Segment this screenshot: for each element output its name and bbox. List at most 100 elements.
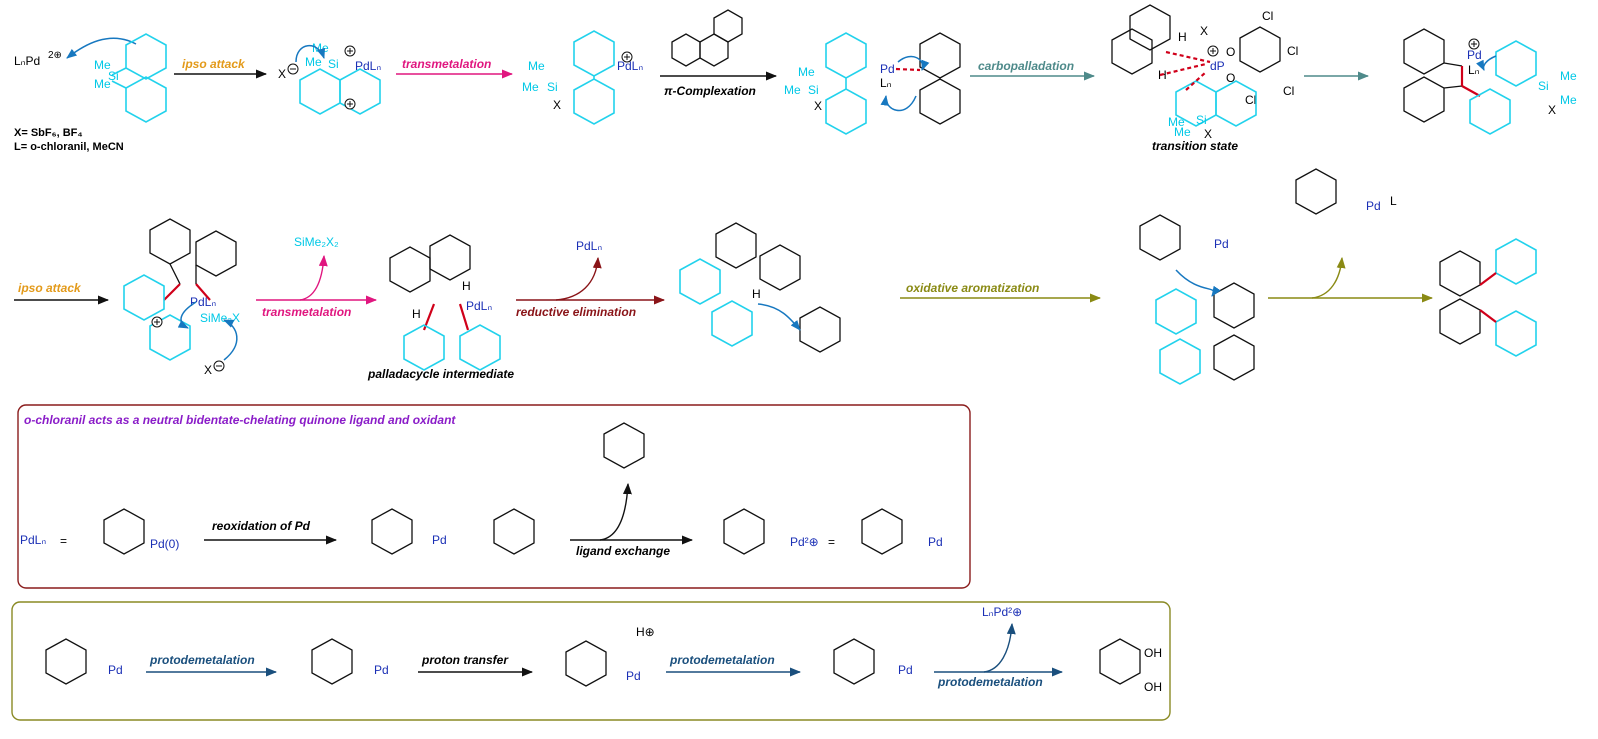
- palladacycle-label: palladacycle intermediate: [367, 367, 514, 381]
- box1-pdln-equation: PdLₙ = Pd(0): [20, 508, 179, 555]
- protodemetalation-label: protodemetalation: [937, 675, 1043, 689]
- pi-complex: Me Me Si X Pd Lₙ: [784, 32, 961, 135]
- ipso-attack-label: ipso attack: [18, 281, 82, 295]
- h-label: H: [462, 279, 471, 293]
- oh-label: OH: [1144, 680, 1162, 694]
- dibenzosilole-reactant: Me Me Si: [94, 33, 167, 123]
- chloranil-box-title: o-chloranil acts as a neutral bidentate-…: [24, 413, 456, 427]
- sime2x2-label: SiMe₂X₂: [294, 235, 339, 249]
- cl-label: Cl: [1262, 9, 1273, 23]
- chloranil-pd-oxidation: Pd: [1139, 214, 1255, 385]
- cl-label: Cl: [1287, 44, 1298, 58]
- box2-species-1: Pd: [45, 638, 123, 685]
- lnpd2-label: LₙPd²⊕: [982, 605, 1022, 619]
- pdln-label: PdLₙ: [355, 59, 381, 73]
- arrow-carbopalladation: carbopalladation: [970, 59, 1096, 81]
- me-label: Me: [784, 83, 801, 97]
- x-label: X: [553, 98, 561, 112]
- phenanthrene-reagent: [671, 9, 743, 67]
- cl-label: Cl: [1245, 93, 1256, 107]
- curved-attack-arrow: [66, 37, 137, 59]
- x-label: X: [1548, 103, 1556, 117]
- me-label: Me: [1174, 125, 1191, 139]
- me-label: Me: [94, 58, 111, 72]
- chloranil-box: [17, 404, 971, 589]
- transmetalation-label: transmetalation: [262, 305, 351, 319]
- me-label: Me: [522, 80, 539, 94]
- pdln-label: PdLₙ: [617, 59, 643, 73]
- pd-label: Pd: [880, 62, 895, 76]
- box2-species-3: Pd H⊕: [565, 625, 655, 687]
- transition-state-label: transition state: [1152, 139, 1238, 153]
- equals-sign: =: [828, 535, 835, 549]
- second-wheland-intermediate: PdLₙ SiMe₂X X: [123, 218, 240, 377]
- si-label: Si: [808, 83, 819, 97]
- box1-catecholate: [603, 422, 645, 469]
- box2-catechol-product: OH OH: [1099, 638, 1162, 694]
- arrow-ipso-attack-2: ipso attack: [14, 281, 110, 305]
- arrow-protodemetalation-3: LₙPd²⊕ protodemetalation: [934, 605, 1064, 689]
- transition-state: H H X dP O O Cl Cl Cl Cl Me Me Si X tran…: [1111, 4, 1298, 153]
- si-label: Si: [328, 57, 339, 71]
- pd-label: Pd: [626, 669, 641, 683]
- ligand-exchange-label: ligand exchange: [576, 544, 670, 558]
- h-label: H: [412, 307, 421, 321]
- equals-sign: =: [60, 534, 67, 548]
- pd-label: Pd: [374, 663, 389, 677]
- pdln-label: PdLₙ: [20, 533, 46, 547]
- spiro-intermediate: H: [679, 222, 841, 353]
- arrow-transmetalation: transmetalation: [396, 57, 514, 79]
- palladacycle: PdLₙ H H palladacycle intermediate: [367, 234, 514, 381]
- o-label: O: [1226, 45, 1235, 59]
- h-label: H: [1178, 30, 1187, 44]
- pdln-out-label: PdLₙ: [576, 239, 602, 253]
- arrow-protodemetalation-1: protodemetalation: [146, 653, 278, 677]
- arrow-ipso-attack: ipso attack: [174, 57, 268, 79]
- ipso-attack-label: ipso attack: [182, 57, 246, 71]
- o-label: O: [1226, 71, 1235, 85]
- si-label: Si: [1196, 113, 1207, 127]
- me-label: Me: [305, 55, 322, 69]
- x-label: X: [1200, 24, 1208, 38]
- triphenylene-product: [1439, 238, 1537, 357]
- arrow-to-product: [1268, 256, 1434, 303]
- proton-transfer-label: proton transfer: [421, 653, 509, 667]
- ln-label: Lₙ: [880, 76, 892, 90]
- arrow-transmetalation-2: SiMe₂X₂ transmetalation: [256, 235, 378, 319]
- x-anion-label: X: [278, 67, 286, 81]
- aryl-pd-species: Me Me Si X PdLₙ: [522, 30, 643, 125]
- pd-label: Pd: [928, 535, 943, 549]
- protodemetalation-label: protodemetalation: [149, 653, 255, 667]
- me-label: Me: [1560, 93, 1577, 107]
- pd-label: Pd: [108, 663, 123, 677]
- definitions-note: X= SbF₆, BF₄ L= o-chloranil, MeCN: [14, 127, 124, 153]
- lnpd-label: LₙPd: [14, 54, 40, 68]
- protodemetalation-box: [11, 601, 1171, 721]
- dp-label: dP: [1210, 59, 1225, 73]
- pd2-label: Pd²⊕: [790, 535, 819, 549]
- me-label: Me: [1560, 69, 1577, 83]
- pi-complexation-label: π-Complexation: [664, 84, 756, 98]
- pd0-label: Pd(0): [150, 537, 179, 551]
- l-label: L: [1390, 194, 1397, 208]
- me-label: Me: [528, 59, 545, 73]
- box2-species-2: Pd: [311, 638, 389, 685]
- l-definition: L= o-chloranil, MeCN: [14, 141, 124, 153]
- arrow-ligand-exchange: ligand exchange: [570, 482, 694, 558]
- pdln-label: PdLₙ: [466, 299, 492, 313]
- oh-label: OH: [1144, 646, 1162, 660]
- me-label: Me: [1168, 115, 1185, 129]
- transmetalation-label: transmetalation: [402, 57, 491, 71]
- h-label: H: [752, 287, 761, 301]
- carbopalladation-label: carbopalladation: [978, 59, 1074, 73]
- x-anion-label: X: [204, 363, 212, 377]
- carbopalladation-adduct: Pd Lₙ Si Me Me X: [1403, 28, 1577, 135]
- reoxidation-label: reoxidation of Pd: [212, 519, 311, 533]
- si-label: Si: [1538, 79, 1549, 93]
- row1-step1-cationic-pd: LₙPd 2⊕: [14, 50, 62, 68]
- arrow-pi-complexation: π-Complexation: [660, 71, 778, 98]
- oxidative-aromatization-label: oxidative aromatization: [906, 281, 1039, 295]
- box1-pd-complex: Pd: [371, 508, 535, 555]
- pd-label: Pd: [1214, 237, 1229, 251]
- si-label: Si: [547, 80, 558, 94]
